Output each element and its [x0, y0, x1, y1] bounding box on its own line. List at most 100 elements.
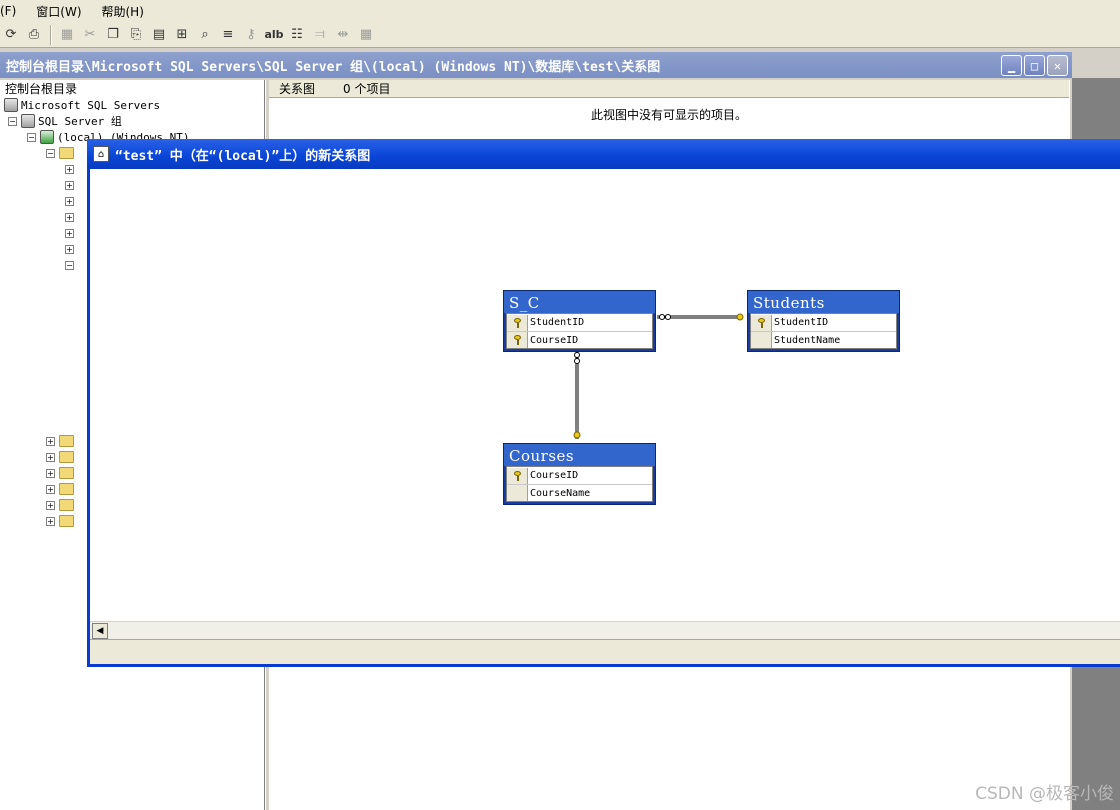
infinity-end-icon [659, 314, 665, 320]
expand-icon[interactable]: + [46, 452, 55, 462]
tree-item-subfolder[interactable]: + [65, 177, 74, 193]
expand-icon[interactable]: + [65, 212, 74, 222]
table-icon[interactable]: ▦ [60, 27, 74, 42]
table-courses[interactable]: Courses CourseID CourseName [503, 443, 656, 505]
diagram-window: ⌂ “test” 中（在“(local)”上）的新关系图 S_C Student… [87, 139, 1120, 667]
column-name: StudentName [774, 334, 841, 346]
paste-icon[interactable]: ⎘ [130, 27, 142, 42]
tree-item-folder[interactable]: + [46, 481, 74, 497]
expand-icon[interactable]: + [65, 164, 74, 174]
autosize-icon[interactable]: ⇹ [337, 27, 349, 42]
add-related-icon[interactable]: ⊞ [176, 27, 188, 42]
expand-icon[interactable]: + [65, 244, 74, 254]
tree-root-label: 控制台根目录 [5, 81, 78, 96]
expand-icon[interactable]: + [65, 228, 74, 238]
list-header: 关系图 0 个项目 [269, 80, 1069, 98]
server-group-icon [4, 98, 18, 112]
tree-item-folder[interactable]: + [46, 497, 74, 513]
infinity-end-icon [665, 314, 671, 320]
table-column-row[interactable]: CourseID [507, 331, 652, 348]
arrange-icon[interactable]: ☷ [291, 27, 303, 42]
diagram-titlebar[interactable]: ⌂ “test” 中（在“(local)”上）的新关系图 [87, 139, 1120, 169]
folder-icon [59, 147, 74, 159]
scroll-left-icon[interactable]: ◀ [92, 623, 108, 639]
tree-item-subfolder[interactable]: + [65, 241, 74, 257]
collapse-icon[interactable]: − [27, 132, 36, 142]
menu-file[interactable]: (F) [0, 4, 17, 18]
tree-item-folder[interactable]: − [46, 145, 74, 161]
tree-item-root[interactable]: 控制台根目录 [0, 80, 77, 96]
table-s-c[interactable]: S_C StudentID CourseID [503, 290, 656, 352]
diagram-title: “test” 中（在“(local)”上）的新关系图 [115, 148, 371, 164]
print-icon[interactable]: ⎙ [28, 27, 40, 42]
tree-item-servers[interactable]: Microsoft SQL Servers [4, 97, 160, 113]
menu-window[interactable]: 窗口(W) [36, 4, 82, 19]
table-column-row[interactable]: StudentID [751, 314, 896, 331]
server-running-icon [40, 130, 54, 144]
tree-item-folder[interactable]: + [46, 449, 74, 465]
tree-item-subfolder[interactable]: + [65, 225, 74, 241]
key-end-icon [736, 313, 744, 321]
watermark: CSDN @极客小俊 [975, 784, 1114, 804]
tree-item-subfolder[interactable]: + [65, 209, 74, 225]
cut-icon[interactable]: ✂ [84, 27, 96, 42]
primary-key-icon [507, 332, 528, 348]
tree-item-group[interactable]: − SQL Server 组 [8, 113, 122, 129]
primary-key-icon [507, 314, 528, 331]
status-bar [90, 639, 1120, 664]
expand-icon[interactable]: + [46, 468, 55, 478]
new-table-icon[interactable]: ▤ [152, 27, 166, 42]
list-header-name: 关系图 [279, 82, 316, 96]
minimize-button[interactable]: ▁ [1001, 55, 1022, 76]
key-end-icon [573, 431, 581, 439]
column-name: StudentID [774, 317, 829, 328]
refresh-icon[interactable]: ⟳ [5, 27, 17, 42]
folder-icon [59, 499, 74, 511]
zoom-icon[interactable]: ⌕ [201, 27, 209, 42]
tree-item-subfolder[interactable]: + [65, 193, 74, 209]
collapse-icon[interactable]: − [65, 260, 74, 270]
collapse-icon[interactable]: − [8, 116, 17, 126]
table-column-row[interactable]: StudentName [751, 331, 896, 348]
expand-icon[interactable]: + [46, 484, 55, 494]
empty-message: 此视图中没有可显示的项目。 [590, 108, 747, 122]
infinity-end-icon [574, 352, 580, 358]
table-title: Students [748, 291, 899, 313]
expand-icon[interactable]: + [46, 516, 55, 526]
diagram-app-icon: ⌂ [93, 146, 109, 162]
menu-help[interactable]: 帮助(H) [101, 4, 144, 19]
relationship-icon[interactable]: ⫤ [315, 27, 325, 42]
tree-item-folder[interactable]: + [46, 433, 74, 449]
table-column-row[interactable]: CourseID [507, 467, 652, 484]
expand-icon[interactable]: + [65, 180, 74, 190]
folder-icon [59, 483, 74, 495]
folder-icon [59, 515, 74, 527]
expand-icon[interactable]: + [46, 500, 55, 510]
tree-item-subfolder[interactable]: + [65, 161, 74, 177]
close-button[interactable]: ✕ [1047, 55, 1068, 76]
table-column-row[interactable]: CourseName [507, 484, 652, 501]
table-column-row[interactable]: StudentID [507, 314, 652, 331]
diagram-canvas[interactable]: S_C StudentID CourseID Students StudentI… [90, 169, 1120, 621]
tree-item-subfolder[interactable]: − [65, 257, 74, 273]
list-header-count: 0 个项目 [343, 82, 391, 96]
expand-icon[interactable]: + [46, 436, 55, 446]
column-name: CourseID [530, 470, 579, 481]
expand-icon[interactable]: + [65, 196, 74, 206]
grid-icon[interactable]: ▦ [359, 27, 373, 42]
label-button[interactable]: alb [263, 24, 285, 46]
copy-icon[interactable]: ❐ [107, 27, 119, 42]
properties-icon[interactable]: ≡ [222, 27, 234, 42]
tree-item-folder[interactable]: + [46, 465, 74, 481]
table-students[interactable]: Students StudentID StudentName [747, 290, 900, 352]
maximize-button[interactable]: □ [1024, 55, 1045, 76]
relationship-lines [573, 313, 744, 439]
tree-item-folder[interactable]: + [46, 513, 74, 529]
horizontal-scrollbar[interactable]: ◀ [90, 621, 1120, 639]
key-icon[interactable]: ⚷ [246, 27, 256, 42]
console-titlebar[interactable]: 控制台根目录\Microsoft SQL Servers\SQL Server … [0, 52, 1072, 78]
table-title: Courses [504, 444, 655, 466]
primary-key-icon [507, 467, 528, 484]
collapse-icon[interactable]: − [46, 148, 55, 158]
column-name: CourseID [530, 334, 579, 346]
